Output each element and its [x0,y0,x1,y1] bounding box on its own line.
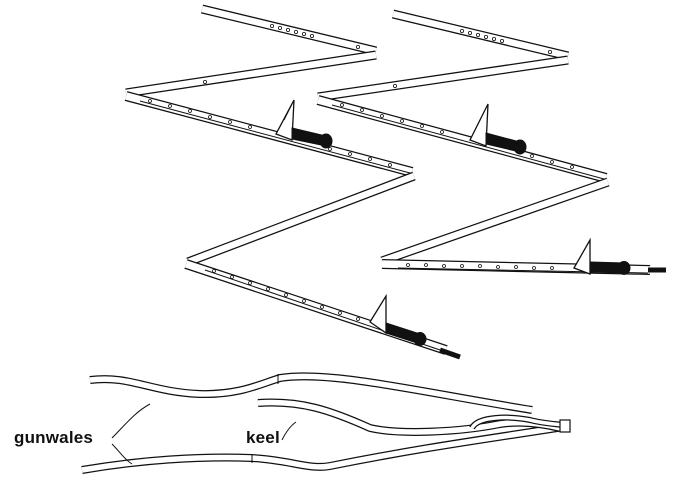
gunwale-top [89,372,533,414]
gunwales-leader-lines [111,403,151,465]
keel-label: keel [246,428,280,447]
right-rail-2-fin [573,237,591,275]
right-rail-2-holes [406,263,554,270]
right-rail-2-clamp [589,261,631,275]
gunwale-bottom [81,422,571,474]
right-frame-diagonal-1 [317,55,569,102]
left-frame-diagonal-1 [125,50,377,98]
right-rail-1-holes [340,103,574,169]
right-rail-1-fin [469,103,489,147]
right-frame-rail-1 [316,95,608,183]
left-frame-diagonal-2 [186,171,416,267]
left-rail-2-holes [212,269,360,321]
left-rail-1-clamp [291,127,333,149]
right-frame-assembly [316,9,666,275]
right-frame-diagonal-2 [380,177,610,266]
right-rail-1-clamp [485,132,527,155]
right-frame-rail-2 [381,237,666,275]
left-rail-1-holes [148,99,392,167]
keel-part [257,398,571,436]
left-frame-assembly [124,4,461,360]
keel-leader-line [281,421,297,441]
right-frame-top-segment [391,9,570,61]
left-frame-rail-2 [184,259,461,360]
left-frame-rail-1 [124,91,414,177]
left-frame-top-segment [200,4,378,56]
gunwales-label: gunwales [14,428,94,447]
left-rail-2-fin [369,293,387,335]
left-rail-2-clamp [385,322,427,346]
